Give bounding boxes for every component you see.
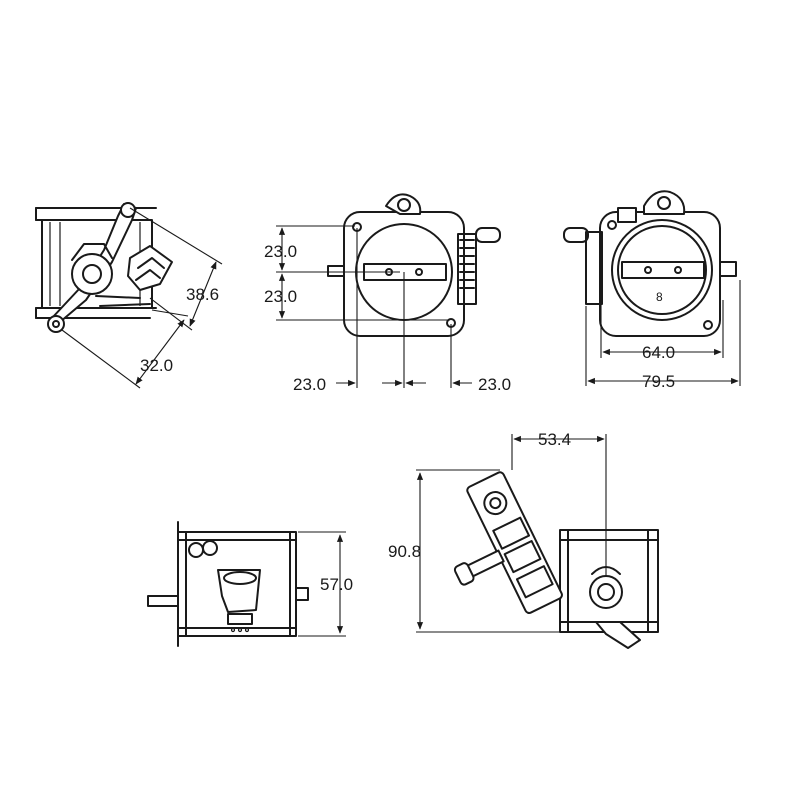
side-view-top-left: 38.6 32.0: [35, 202, 223, 389]
front-view-top-center: 23.0 23.0 23.0 23.0: [264, 193, 511, 394]
rear-view-top-right: 8 64.0 79.5: [563, 190, 741, 391]
rear-center-mark: 8: [656, 290, 663, 304]
dim-57-label: 57.0: [320, 575, 353, 594]
dim-90-8-label: 90.8: [388, 542, 421, 561]
dim-53-4-label: 53.4: [538, 430, 571, 449]
dim-right-23-label: 23.0: [478, 375, 511, 394]
dim-left-23-label: 23.0: [293, 375, 326, 394]
dim-32-0-label: 32.0: [140, 356, 173, 375]
dim-38-6-label: 38.6: [186, 285, 219, 304]
dim-79-5-label: 79.5: [642, 372, 675, 391]
dim-upper-23-label: 23.0: [264, 242, 297, 261]
iso-view-bottom-right: 90.8 53.4: [388, 430, 659, 649]
bottom-view-bottom-left: 57.0: [147, 521, 353, 647]
dim-64-label: 64.0: [642, 343, 675, 362]
dim-lower-23-label: 23.0: [264, 287, 297, 306]
